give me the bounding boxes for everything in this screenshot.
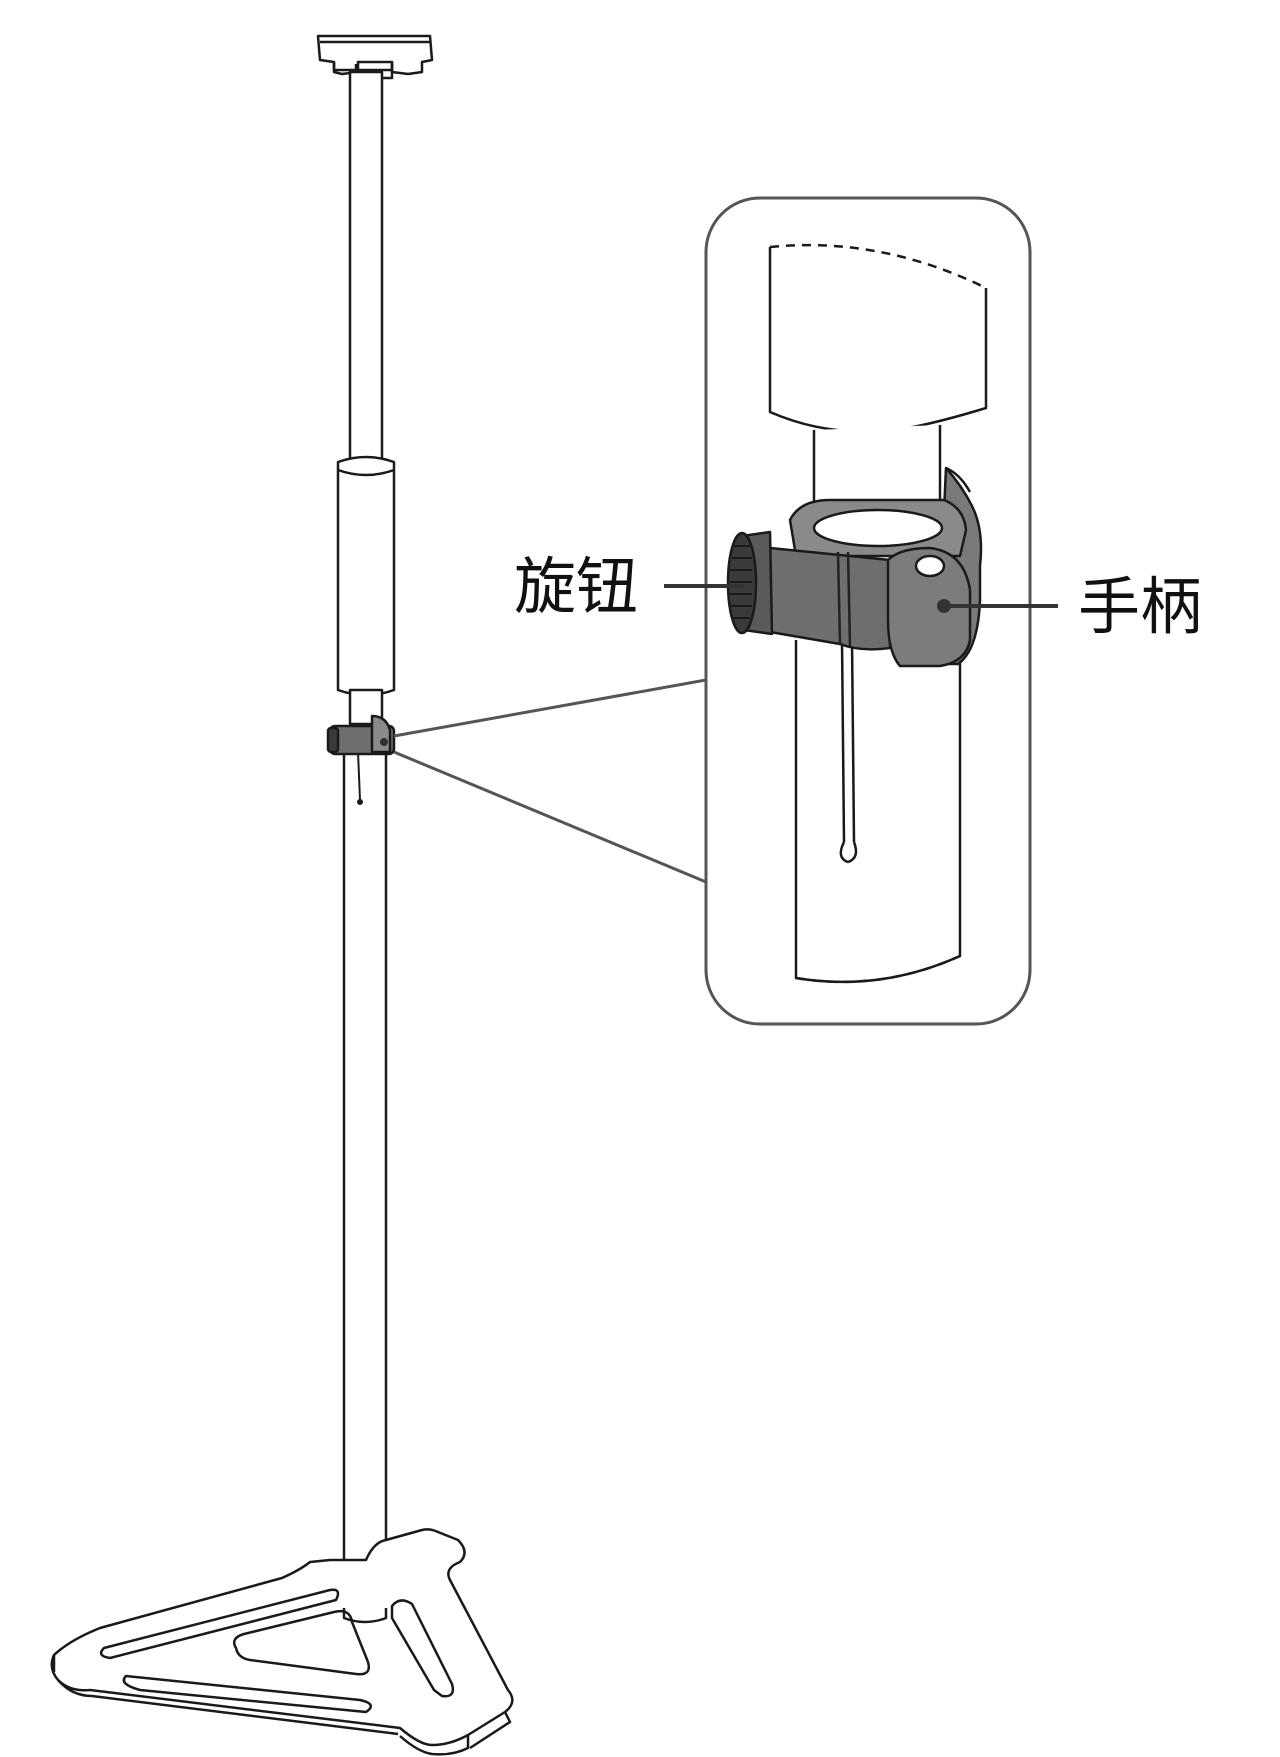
- floor-stand-icon: [50, 34, 514, 1756]
- handle-label: 手柄: [1078, 570, 1202, 643]
- knob-label: 旋钮: [514, 550, 638, 623]
- upper-tube: [348, 70, 384, 474]
- callout-connectors: [393, 604, 708, 968]
- tripod-base: [50, 1528, 514, 1756]
- lower-tube: [342, 750, 388, 1614]
- detail-callout: [664, 196, 1058, 1026]
- clamp-icon: [726, 466, 983, 668]
- sleeve: [336, 455, 396, 697]
- small-clamp-icon: [326, 714, 396, 756]
- knob-icon: [726, 530, 774, 636]
